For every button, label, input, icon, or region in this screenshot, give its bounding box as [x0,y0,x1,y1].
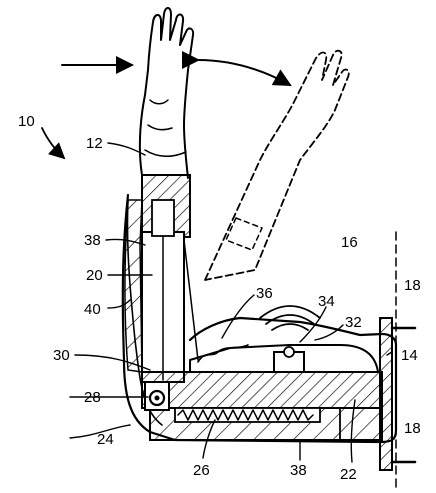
label-18-bottom: 18 [404,420,421,437]
motion-arrows [41,50,292,160]
label-14: 14 [401,347,418,364]
label-36: 36 [256,285,273,302]
label-38-top: 38 [84,232,101,249]
left-shell-hatched [124,199,143,373]
upright-forearm [138,7,195,179]
label-34: 34 [318,293,335,310]
label-32: 32 [345,314,362,331]
label-30: 30 [53,347,70,364]
label-24: 24 [97,431,114,448]
label-26: 26 [193,462,210,479]
leader-lines [69,142,393,463]
signal-waves [259,305,321,331]
tilted-forearm-dashed [204,49,350,281]
outer-casing [121,193,398,444]
label-18-top: 18 [404,277,421,294]
wall-bracket [379,317,393,471]
reference-numerals: 10 12 16 18 14 18 38 20 40 36 34 32 30 2… [18,113,421,483]
label-16: 16 [341,234,358,251]
label-12: 12 [86,135,103,152]
horizontal-base-member [141,371,383,409]
top-cover [189,344,379,373]
label-28: 28 [84,389,101,406]
label-10: 10 [18,113,35,130]
label-40: 40 [84,301,101,318]
label-22: 22 [340,466,357,483]
label-20: 20 [86,267,103,284]
label-38-bottom: 38 [290,462,307,479]
spring-rack [177,409,314,421]
